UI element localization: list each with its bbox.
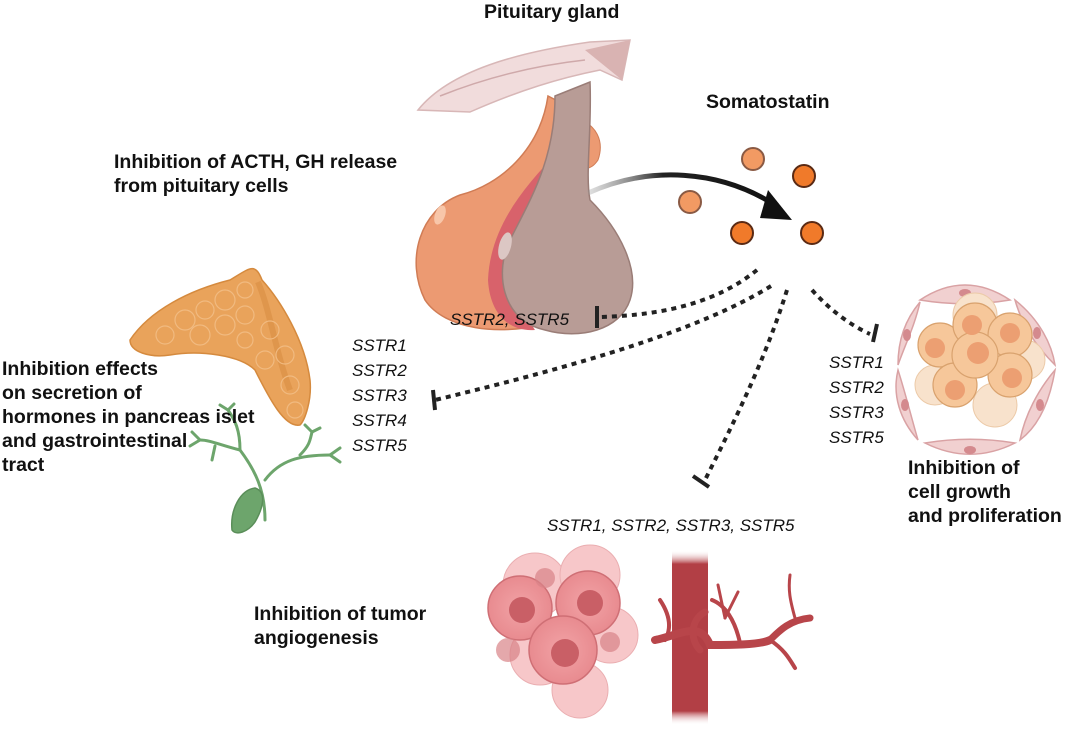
inhibition-line-cell-growth [810,288,879,343]
receptors-angiogenesis: SSTR1, SSTR2, SSTR3, SSTR5 [547,516,795,535]
receptors-cell-growth: SSTR1 SSTR2 SSTR3 SSTR5 [829,353,884,447]
effect-label-angiogenesis: Inhibition of tumor angiogenesis [254,603,427,649]
effect-label-pancreas-gi: Inhibition effects on secretion of hormo… [2,358,255,476]
effect-label-cell-growth: Inhibition of cell growth and proliferat… [908,457,1062,527]
pituitary-gland-title: Pituitary gland [484,1,620,23]
receptors-pituitary: SSTR2, SSTR5 [450,310,570,329]
somatostatin-molecules [678,147,824,245]
pituitary-gland-illustration [415,39,634,335]
somatostatin-molecule [678,190,702,214]
inhibition-line-pancreas [431,284,773,411]
inhibition-line-pituitary [595,268,759,328]
inhibition-lines [431,268,879,489]
somatostatin-molecule [792,164,816,188]
secretion-arrow [586,172,792,220]
inhibition-line-angiogenesis [691,289,789,489]
somatostatin-molecule [741,147,765,171]
pancreas-illustration [129,268,312,426]
tumor-cells-illustration [487,544,639,719]
somatostatin-label: Somatostatin [706,91,830,113]
gallbladder-illustration [188,402,342,534]
cell-cluster-illustration [895,284,1057,455]
effect-label-pituitary: Inhibition of ACTH, GH release from pitu… [114,151,398,197]
somatostatin-molecule [730,221,754,245]
receptors-pancreas-gi: SSTR1 SSTR2 SSTR3 SSTR4 SSTR5 [352,336,407,455]
somatostatin-molecule [800,221,824,245]
blood-vessel-illustration [651,550,814,725]
